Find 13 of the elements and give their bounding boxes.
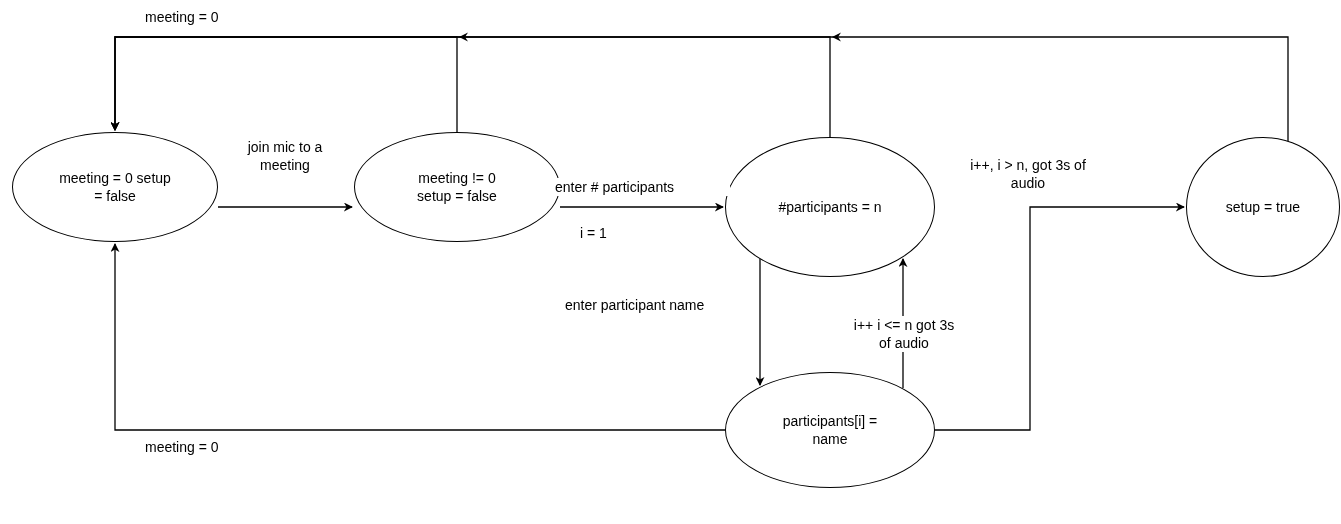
arrow xyxy=(559,202,724,212)
note-text: i = 1 xyxy=(580,224,607,242)
state-label: participants[i] = name xyxy=(781,412,879,448)
arrow xyxy=(217,202,353,212)
edge-label: enter # participants xyxy=(555,178,730,196)
arrow xyxy=(934,202,1185,431)
state-label: setup = true xyxy=(1225,198,1301,216)
state-label: meeting != 0 setup = false xyxy=(416,169,498,205)
arrow xyxy=(110,36,1289,142)
arrow xyxy=(755,258,765,386)
state-label: #participants = n xyxy=(778,198,882,216)
state-label: meeting = 0 setup = false xyxy=(59,169,171,205)
arrow xyxy=(110,243,726,431)
